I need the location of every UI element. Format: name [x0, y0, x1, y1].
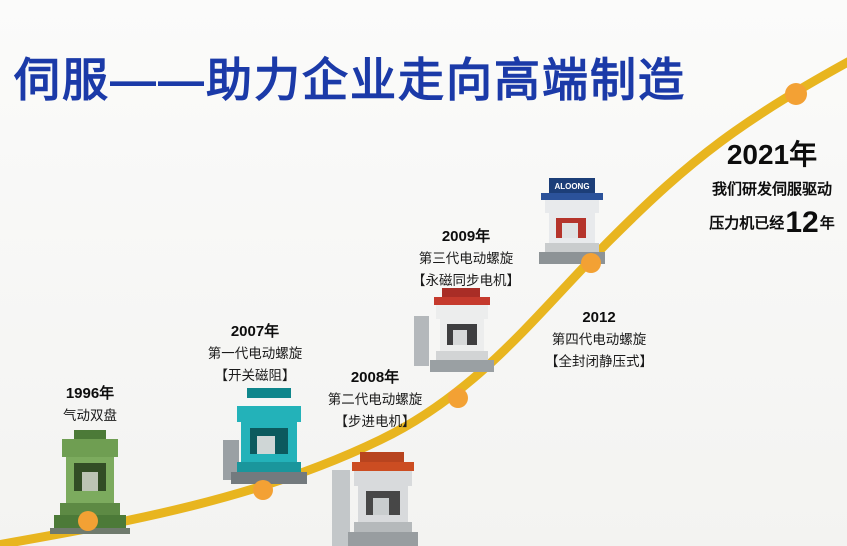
- line2-number: 12: [785, 206, 819, 239]
- press-machine-2008-icon: [332, 452, 418, 546]
- machine-logo-text: ALOONG: [554, 182, 589, 191]
- milestone-dot: [785, 83, 807, 105]
- milestone-dot: [448, 388, 468, 408]
- milestone-2009: 2009年 第三代电动螺旋 【永磁同步电机】: [402, 229, 530, 288]
- milestone-year: 2009年: [441, 228, 491, 245]
- press-machine-2009-icon: [414, 288, 494, 372]
- line2-prefix: 压力机已经: [709, 214, 785, 232]
- milestone-detail: 【全封闭静压式】: [545, 354, 653, 369]
- press-machine-2012-icon: ALOONG: [539, 178, 605, 264]
- milestone-1996: 1996年 气动双盘: [38, 386, 142, 431]
- milestone-name: 第一代电动螺旋: [207, 346, 303, 361]
- milestone-detail: 【开关磁阻】: [214, 368, 296, 383]
- milestone-line1: 我们研发伺服驱动: [711, 181, 832, 198]
- milestone-detail: 【永磁同步电机】: [412, 273, 520, 288]
- milestone-2012: 2012 第四代电动螺旋 【全封闭静压式】: [535, 310, 663, 369]
- press-machine-2007-icon: [223, 388, 307, 484]
- milestone-year: 2021年: [726, 139, 818, 170]
- milestone-name: 第四代电动螺旋: [551, 332, 647, 347]
- milestone-year: 2012: [582, 309, 616, 326]
- milestone-name: 第二代电动螺旋: [327, 392, 423, 407]
- milestone-detail: 【步进电机】: [334, 414, 416, 429]
- press-machine-1996-icon: [50, 430, 130, 534]
- milestone-year: 1996年: [65, 385, 115, 402]
- milestone-name: 第三代电动螺旋: [418, 251, 514, 266]
- milestone-2007: 2007年 第一代电动螺旋 【开关磁阻】: [193, 324, 317, 383]
- milestone-line2: 压力机已经12年: [696, 208, 847, 239]
- milestone-2021: 2021年 我们研发伺服驱动 压力机已经12年: [696, 140, 847, 239]
- line2-suffix: 年: [819, 214, 835, 232]
- milestone-year: 2008年: [350, 369, 400, 386]
- milestone-2008: 2008年 第二代电动螺旋 【步进电机】: [313, 370, 437, 429]
- milestone-name: 气动双盘: [63, 408, 117, 423]
- page-title: 伺服——助力企业走向高端制造: [14, 54, 686, 106]
- milestone-year: 2007年: [230, 323, 280, 340]
